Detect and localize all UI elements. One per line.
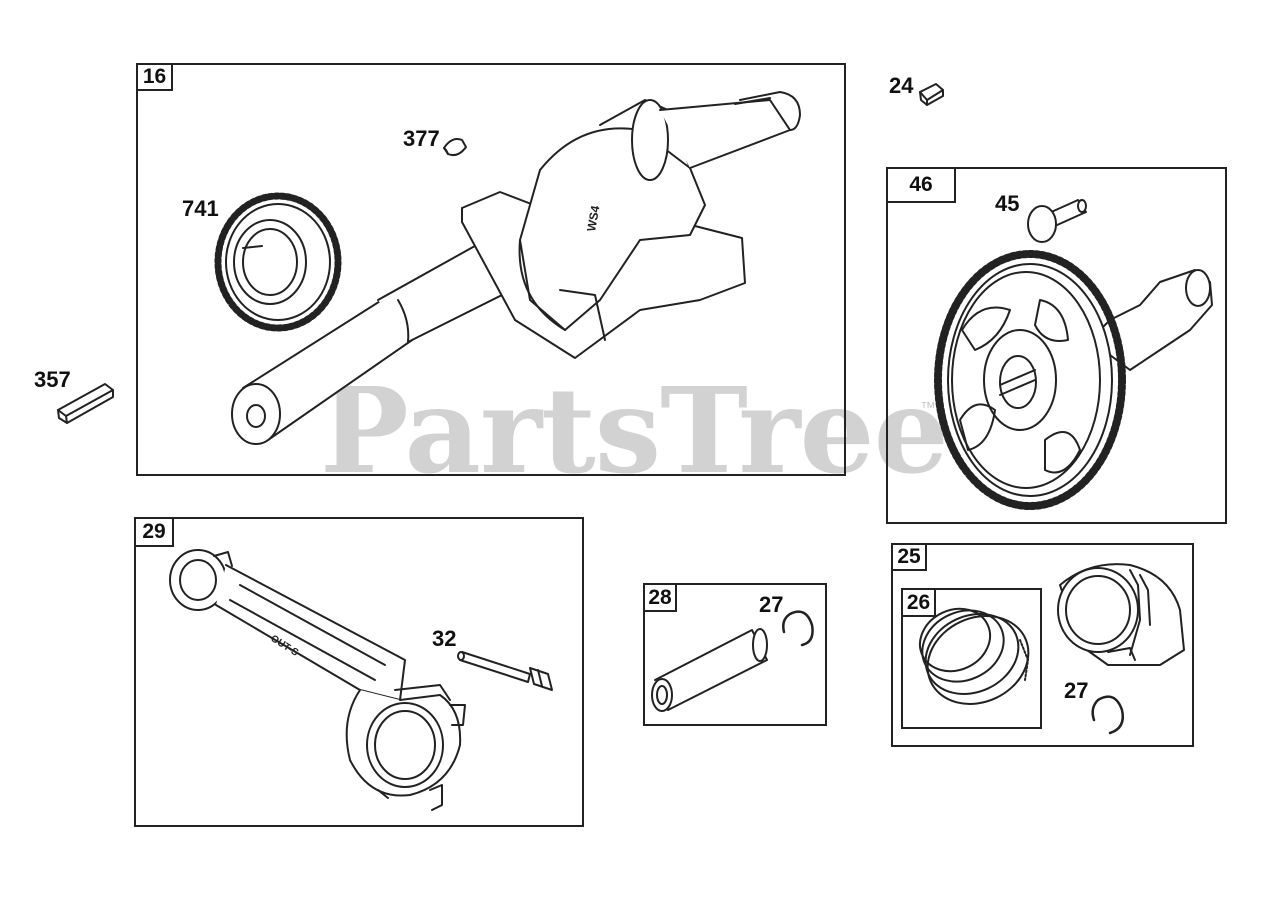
part-357-key-icon[interactable]: [57, 383, 114, 424]
part-741-gear-icon[interactable]: [214, 192, 342, 332]
part-377-woodruff-key-icon[interactable]: [443, 138, 467, 157]
part-25-piston-icon[interactable]: [1057, 563, 1185, 666]
box-crankshaft-group: [136, 63, 846, 476]
part-46-camshaft-icon[interactable]: [934, 250, 1213, 510]
part-26-piston-rings-icon[interactable]: [910, 597, 1043, 720]
box-camshaft-group: [886, 167, 1227, 524]
part-32-bolt-icon[interactable]: [457, 651, 553, 691]
callout-741[interactable]: 741: [182, 196, 219, 221]
watermark-text: PartsTree: [320, 361, 949, 500]
box-ring-set-group: [901, 588, 1042, 729]
part-45-tappet-icon[interactable]: [1027, 199, 1087, 243]
callout-377[interactable]: 377: [403, 126, 440, 151]
callout-32[interactable]: 32: [432, 626, 457, 651]
callout-16[interactable]: 16: [136, 63, 173, 91]
callout-29[interactable]: 29: [134, 517, 174, 547]
watermark-trademark: ™: [920, 400, 936, 417]
box-piston-pin-group: [643, 583, 827, 726]
callout-45[interactable]: 45: [995, 191, 1020, 216]
part-29-connecting-rod-icon[interactable]: [169, 549, 466, 811]
callout-26[interactable]: 26: [901, 588, 936, 617]
part-27-piston-circlip-icon[interactable]: [1091, 695, 1124, 735]
callout-357[interactable]: 357: [34, 367, 71, 392]
callout-25[interactable]: 25: [891, 543, 927, 571]
box-connecting-rod-group: [134, 517, 584, 827]
callout-46[interactable]: 46: [886, 167, 956, 203]
part-28-piston-pin-icon[interactable]: [651, 628, 768, 712]
callout-27-piston[interactable]: 27: [1064, 678, 1089, 703]
box-piston-group: [891, 543, 1194, 747]
part-27-circlip-icon[interactable]: [782, 610, 814, 647]
crankshaft-stamp: WS4: [584, 204, 602, 232]
callout-24[interactable]: 24: [889, 73, 914, 98]
part-24-key-icon[interactable]: [919, 83, 944, 106]
callout-28[interactable]: 28: [643, 583, 677, 612]
part-16-crankshaft-icon[interactable]: [231, 91, 801, 445]
callout-27-pin[interactable]: 27: [759, 592, 784, 617]
